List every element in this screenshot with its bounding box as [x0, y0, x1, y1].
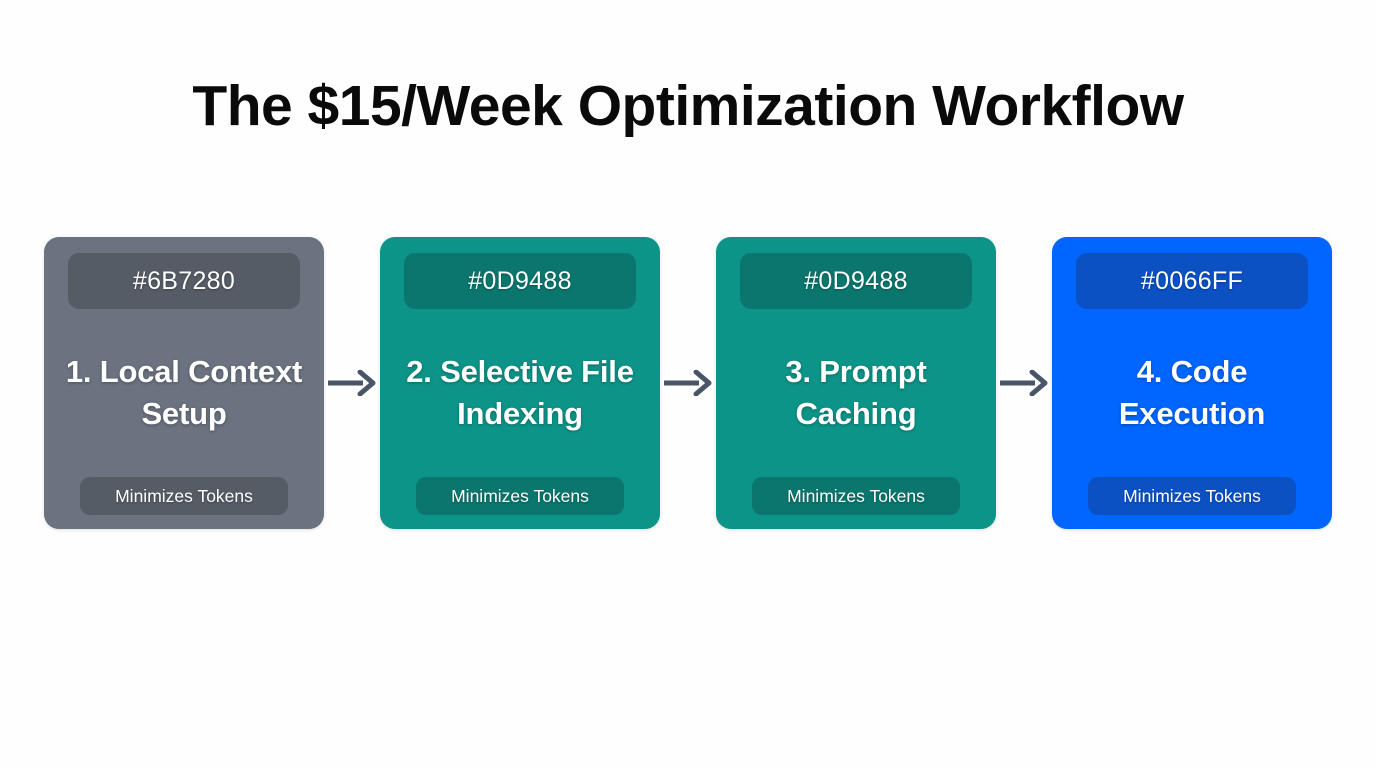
workflow-step-card-1[interactable]: #6B7280 1. Local Context Setup Minimizes…: [44, 237, 324, 529]
step-benefit-pill-4: Minimizes Tokens: [1088, 477, 1296, 515]
page-title: The $15/Week Optimization Workflow: [192, 74, 1184, 138]
step-color-badge-1: #6B7280: [68, 253, 300, 309]
step-title-2: 2. Selective File Indexing: [406, 354, 634, 431]
step-color-badge-2: #0D9488: [404, 253, 636, 309]
workflow-step-card-3[interactable]: #0D9488 3. Prompt Caching Minimizes Toke…: [716, 237, 996, 529]
workflow-step-card-4[interactable]: #0066FF 4. Code Execution Minimizes Toke…: [1052, 237, 1332, 529]
arrow-right-icon-3: [996, 368, 1052, 398]
step-benefit-pill-3: Minimizes Tokens: [752, 477, 960, 515]
workflow-step-card-2[interactable]: #0D9488 2. Selective File Indexing Minim…: [380, 237, 660, 529]
step-color-badge-4: #0066FF: [1076, 253, 1308, 309]
arrow-right-icon-2: [660, 368, 716, 398]
step-benefit-pill-2: Minimizes Tokens: [416, 477, 624, 515]
workflow-steps-row: #6B7280 1. Local Context Setup Minimizes…: [44, 237, 1332, 529]
step-benefit-pill-1: Minimizes Tokens: [80, 477, 288, 515]
step-color-badge-3: #0D9488: [740, 253, 972, 309]
step-title-3: 3. Prompt Caching: [785, 354, 927, 431]
arrow-right-icon-1: [324, 368, 380, 398]
step-title-1: 1. Local Context Setup: [65, 354, 303, 431]
step-title-4: 4. Code Execution: [1118, 354, 1266, 431]
